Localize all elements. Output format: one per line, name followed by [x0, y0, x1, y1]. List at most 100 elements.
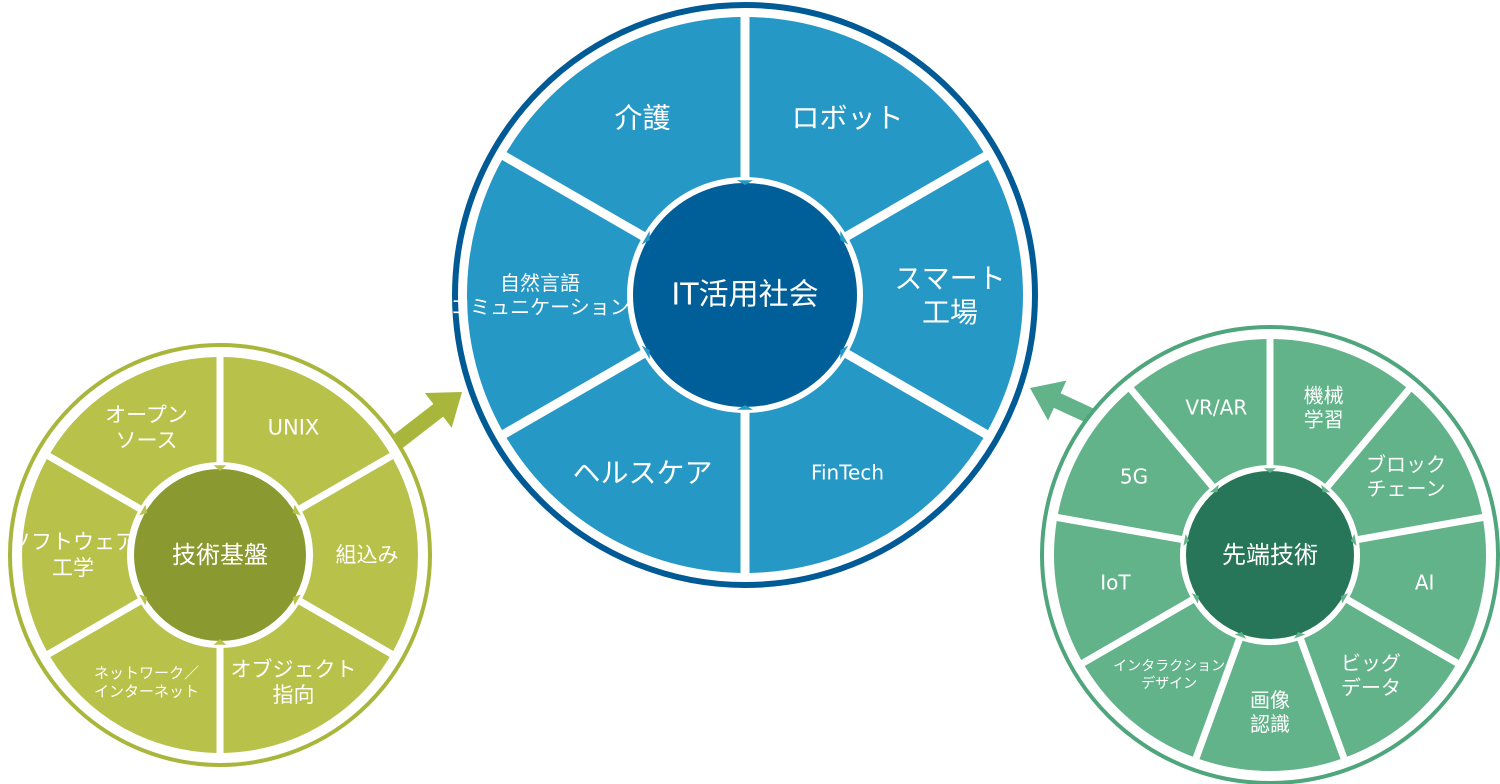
segment-label-line: チェーン	[1366, 477, 1445, 501]
segment-label-line: コミュニケーション	[450, 295, 630, 319]
segment-label: ソフトウェア工学	[10, 530, 136, 580]
hub-circle	[1186, 471, 1354, 639]
wheel-segment: IoT	[1054, 520, 1191, 660]
segment-label-line: IoT	[1100, 570, 1131, 594]
hub-notch-icon	[1183, 533, 1190, 546]
wheel-segment: オープンソース	[50, 357, 217, 506]
segment-label-line: UNIX	[268, 416, 320, 440]
wheel-segment: AI	[1349, 520, 1486, 660]
segment-shape	[302, 459, 419, 651]
hub-label: IT活用社会	[671, 278, 818, 313]
segment-shape	[1304, 602, 1456, 757]
wheel-segment: スマート工場	[849, 159, 1024, 431]
wheel-segment: オブジェクト指向	[223, 604, 390, 753]
segment-label-line: ロボット	[791, 101, 903, 134]
segment-shape	[506, 17, 741, 233]
segment-label-line: 画像	[1250, 688, 1290, 712]
segment-label: UNIX	[268, 416, 320, 440]
segment-shape	[1273, 339, 1407, 484]
segment-label: VR/AR	[1185, 395, 1247, 419]
segment-label: FinTech	[811, 461, 884, 485]
hub-circle	[134, 469, 306, 641]
segment-label: ビッグデータ	[1341, 651, 1401, 699]
segment-label-line: 組込み	[336, 543, 399, 567]
wheel-segment: ブロックチェーン	[1330, 391, 1483, 536]
segment-label-line: デザイン	[1141, 675, 1197, 692]
segment-label: ロボット	[791, 101, 903, 134]
hub-notch-icon	[1293, 632, 1306, 639]
segment-shape	[749, 17, 984, 233]
hub-notch-icon	[840, 230, 849, 245]
segment-label-line: 認識	[1250, 712, 1290, 736]
segment-shape	[467, 159, 641, 431]
hub-label: 技術基盤	[172, 541, 268, 569]
hub-notch-icon	[139, 594, 148, 606]
wheel-segment: 画像認識	[1199, 640, 1341, 771]
segment-label: IoT	[1100, 570, 1131, 594]
segment-label-line: 介護	[614, 101, 670, 134]
hub-notch-icon	[641, 230, 650, 245]
segment-label: 自然言語コミュニケーション	[450, 271, 630, 319]
wheel-segment: ロボット	[749, 17, 984, 233]
segment-shape	[749, 357, 984, 573]
segment-label-line: インターネット	[94, 682, 199, 700]
wheel-segment: ヘルスケア	[506, 357, 741, 573]
wheel-segment: VR/AR	[1133, 339, 1267, 484]
hub-notch-icon	[213, 639, 227, 645]
segment-shape	[223, 604, 390, 753]
wheel-segment: インタラクションデザイン	[1084, 602, 1236, 757]
segment-label-line: オープン	[105, 403, 188, 427]
arrow-foundation-to-society	[382, 392, 462, 457]
segment-label-line: 工学	[52, 556, 94, 580]
segment-label-line: 機械	[1304, 383, 1344, 407]
segment-shape	[223, 357, 390, 506]
segment-label: 画像認識	[1250, 688, 1290, 736]
hub-notch-icon	[1321, 484, 1331, 493]
segment-shape	[506, 357, 741, 573]
segment-shape	[1330, 391, 1483, 536]
hub-label: 先端技術	[1222, 541, 1318, 569]
hub-notch-icon	[139, 504, 148, 516]
segment-label-line: AI	[1415, 570, 1435, 594]
segment-label-line: 指向	[273, 683, 315, 707]
hub-notch-icon	[1191, 593, 1199, 604]
wheel-segment: 介護	[506, 17, 741, 233]
wheel-segment: ビッグデータ	[1304, 602, 1456, 757]
segment-label-line: ソース	[116, 429, 178, 453]
hub-notch-icon	[292, 594, 301, 606]
segment-label: オープンソース	[105, 403, 188, 453]
segment-label: ブロックチェーン	[1366, 452, 1446, 500]
segment-label: 介護	[614, 101, 670, 134]
segment-label-line: ビッグ	[1341, 651, 1401, 675]
segment-label-line: VR/AR	[1185, 395, 1247, 419]
wheel-tech-foundation: UNIX組込みオブジェクト指向ネットワーク／インターネットソフトウェア工学オープ…	[8, 343, 432, 767]
wheel-segment: FinTech	[749, 357, 984, 573]
segment-shape	[1349, 520, 1486, 660]
segment-label-line: 学習	[1304, 408, 1344, 432]
segment-label: インタラクションデザイン	[1113, 659, 1225, 692]
segment-label: スマート工場	[894, 261, 1005, 328]
segment-label: 5G	[1120, 465, 1148, 489]
segment-label-line: 工場	[922, 296, 978, 329]
wheel-segment: 組込み	[302, 459, 419, 651]
segment-label-line: ネットワーク／	[94, 664, 199, 682]
hub-notch-icon	[1350, 533, 1357, 546]
arrow-shape	[382, 392, 462, 457]
segment-shape	[1084, 602, 1236, 757]
hub-notch-icon	[1341, 593, 1349, 604]
segment-label: ヘルスケア	[572, 456, 712, 489]
segment-label: オブジェクト指向	[231, 657, 357, 707]
segment-shape	[22, 459, 138, 651]
wheel-segment: 機械学習	[1273, 339, 1407, 484]
hub-notch-icon	[1234, 632, 1247, 639]
segment-shape	[50, 604, 217, 753]
segment-label-line: 自然言語	[500, 271, 580, 295]
segment-label-line: データ	[1341, 675, 1401, 699]
segment-label: 組込み	[336, 543, 399, 567]
hub-notch-icon	[213, 465, 227, 471]
segment-label: ネットワーク／インターネット	[94, 664, 199, 700]
hub-notch-icon	[736, 405, 754, 410]
segment-shape	[1054, 520, 1191, 660]
hub-notch-icon	[1209, 484, 1219, 493]
wheel-segment: UNIX	[223, 357, 390, 506]
